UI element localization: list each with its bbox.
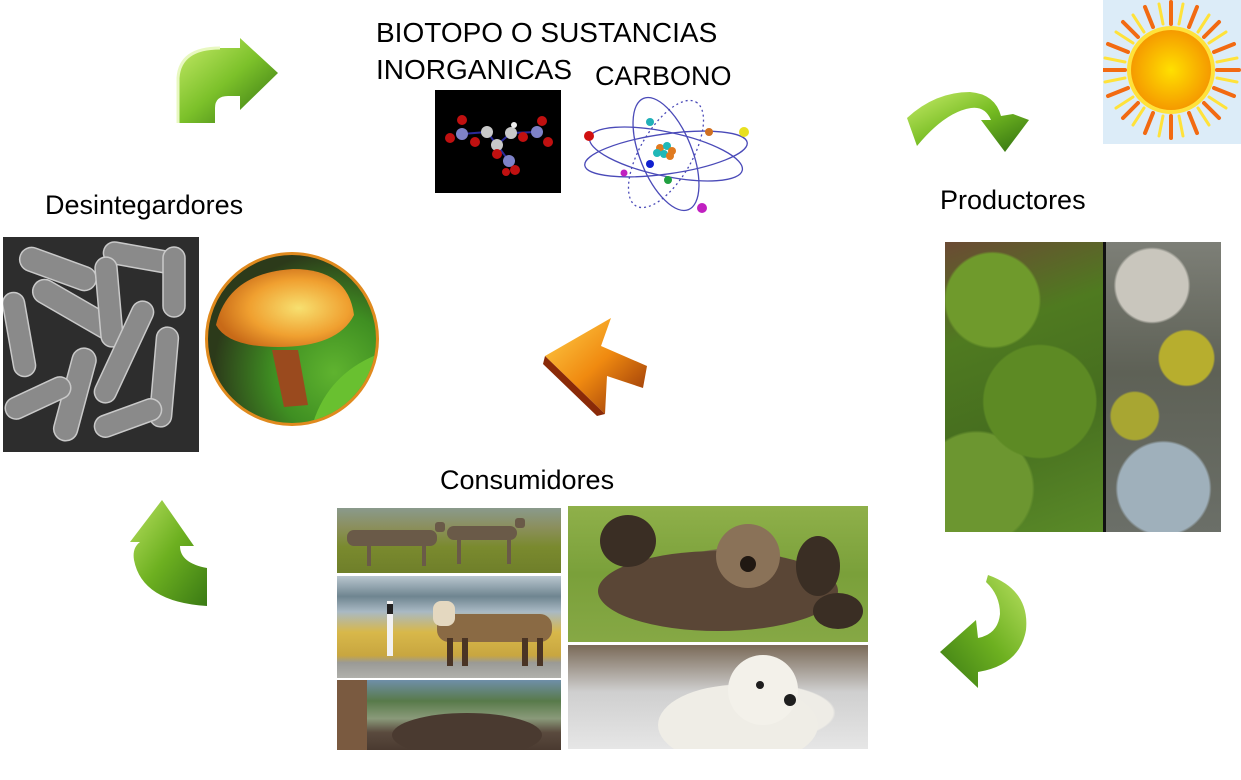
carbon-label: CARBONO [595, 61, 732, 91]
diagram-title: BIOTOPO O SUSTANCIAS INORGANICAS [376, 14, 717, 88]
bacteria-image [3, 237, 199, 452]
mushroom-illustration [216, 269, 376, 423]
center-arrow-left [543, 318, 647, 416]
image-divider [1103, 242, 1106, 532]
decomposers-label: Desintegardores [45, 190, 244, 220]
bacteria-illustration [3, 237, 199, 452]
cycle-arrow-bottom-left [130, 500, 207, 606]
molecule-model-image [435, 90, 561, 193]
sun-icon [1101, 0, 1241, 140]
lichen-image [1106, 242, 1221, 532]
polar-bear-cub-image [568, 645, 868, 749]
brown-bear-cub-image [568, 506, 868, 642]
caribou-roadside-image [337, 576, 561, 678]
brown-bear-illustration [598, 515, 863, 631]
moss-image [945, 242, 1103, 532]
cycle-arrow-top-right [907, 92, 1029, 152]
sun-image [1101, 0, 1241, 144]
title-line-2: INORGANICAS [376, 54, 573, 85]
caribou-illustration [387, 601, 552, 666]
producers-label: Productores [940, 185, 1086, 215]
cycle-arrow-bottom-right [940, 575, 1027, 688]
molecule-icon [445, 115, 553, 176]
consumers-label: Consumidores [440, 465, 615, 495]
musk-ox-image [337, 680, 561, 750]
title-line-1: BIOTOPO O SUSTANCIAS [376, 17, 718, 48]
atom-icon [584, 96, 749, 213]
carbon-atom-image [582, 96, 754, 216]
caribou-illustration [347, 518, 525, 566]
caribou-herd-image [337, 508, 561, 573]
musk-ox-illustration [337, 680, 542, 750]
mushroom-image [205, 252, 379, 426]
cycle-arrow-top-left [176, 38, 278, 123]
polar-bear-illustration [658, 655, 818, 749]
